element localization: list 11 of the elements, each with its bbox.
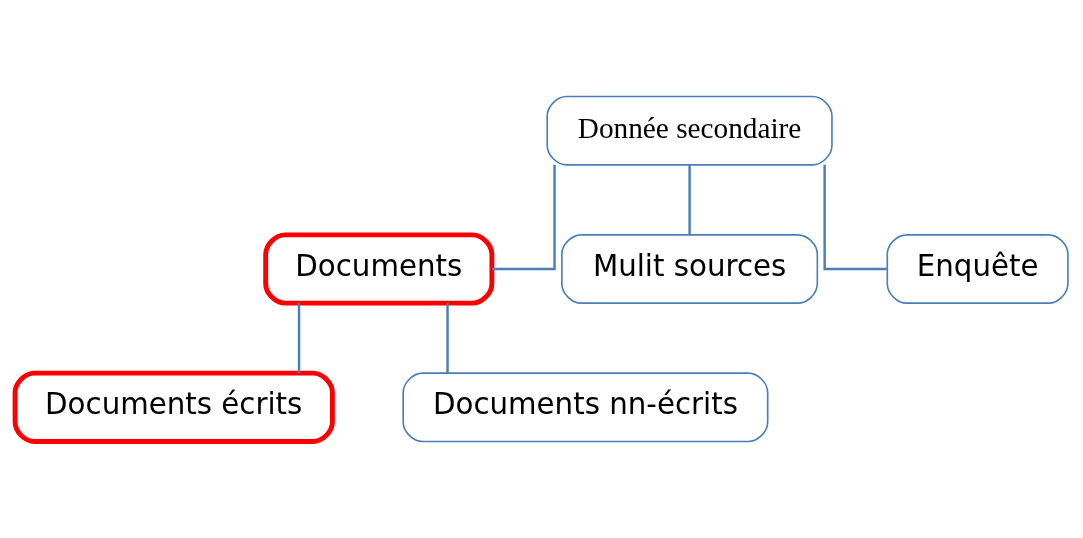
connector xyxy=(297,303,301,374)
node-box: Mulit sources xyxy=(561,234,819,304)
connector xyxy=(688,164,691,235)
node-box: Donnée secondaire xyxy=(546,95,833,166)
node-box: Documents écrits xyxy=(12,370,335,444)
connector xyxy=(492,164,556,271)
node-box: Documents xyxy=(263,232,495,306)
connector xyxy=(446,303,449,374)
node-box: Documents nn-écrits xyxy=(402,372,769,443)
node-box: Enquête xyxy=(886,234,1069,304)
connector xyxy=(823,164,887,271)
